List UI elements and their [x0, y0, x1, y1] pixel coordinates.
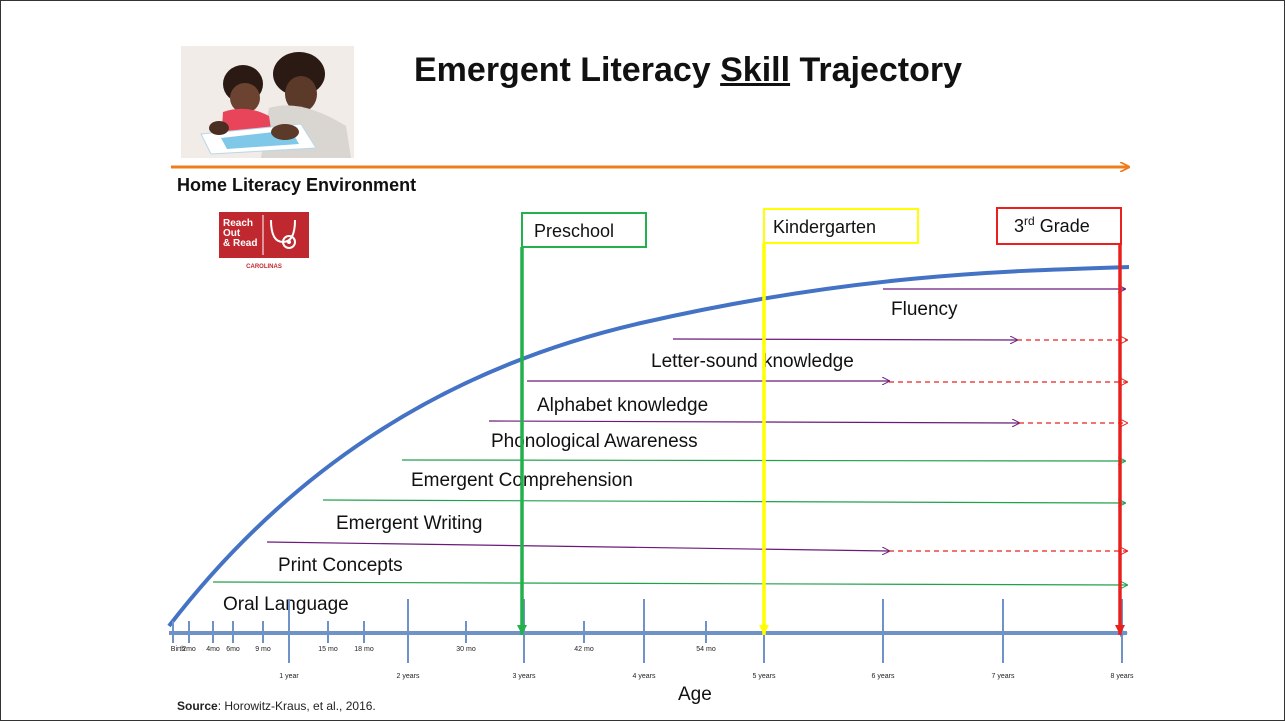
axis-tick-label: 42 mo	[574, 646, 594, 653]
source-citation: Source: Horowitz-Kraus, et al., 2016.	[177, 699, 376, 713]
axis-tick-label: 9 mo	[255, 646, 271, 653]
axis-tick-label: 18 mo	[354, 646, 374, 653]
axis-tick-label: 4 years	[633, 673, 656, 680]
skill-label: Emergent Writing	[336, 513, 482, 534]
parent-child-reading-photo	[181, 46, 354, 158]
axis-tick-label: 2 years	[397, 673, 420, 680]
axis-tick-label: 3 years	[513, 673, 536, 680]
milestone-box	[763, 208, 919, 244]
milestone-arrowhead	[759, 625, 769, 635]
skill-label: Alphabet knowledge	[537, 395, 708, 416]
milestone-label: 3rd Grade	[1014, 214, 1090, 236]
milestone-box	[996, 207, 1122, 245]
axis-tick-label: Birth	[171, 646, 186, 653]
axis-label-age: Age	[678, 684, 712, 705]
svg-text:Out: Out	[223, 228, 241, 239]
skill-growth-curve	[167, 265, 1130, 628]
skill-label: Print Concepts	[278, 555, 403, 576]
milestone-label: Kindergarten	[773, 217, 876, 237]
skill-arrow	[266, 541, 889, 551]
milestone-arrowhead	[1115, 625, 1125, 635]
milestone-box	[521, 212, 647, 248]
axis-tick-label: 15 mo	[318, 646, 338, 653]
skill-arrow	[672, 339, 1017, 340]
reach-out-and-read-logo: Reach Out & Read CAROLINAS	[219, 212, 309, 270]
skill-label: Fluency	[891, 299, 958, 320]
axis-tick-label: 54 mo	[696, 646, 716, 653]
skill-arrow	[322, 500, 1125, 503]
skill-arrow	[488, 421, 1019, 423]
axis-tick-label: 1 year	[279, 673, 299, 680]
logo-sublabel: CAROLINAS	[246, 264, 282, 270]
home-literacy-environment-label: Home Literacy Environment	[177, 175, 417, 195]
axis-tick-label: 5 years	[753, 673, 776, 680]
skill-label: Phonological Awareness	[491, 431, 698, 452]
skill-label: Oral Language	[223, 594, 349, 615]
title-underlined-word: Skill	[720, 51, 791, 89]
axis-tick-label: 7 years	[992, 673, 1015, 680]
svg-text:& Read: & Read	[223, 238, 257, 249]
axis-tick-label: 4mo	[206, 646, 220, 653]
axis-tick-label: 30 mo	[456, 646, 476, 653]
svg-text:Reach: Reach	[223, 218, 253, 229]
milestone-arrowhead	[517, 625, 527, 635]
milestones-layer: Preschool Kindergarten 3rd Grade	[517, 207, 1125, 635]
axis-tick-label: 6 years	[872, 673, 895, 680]
axis-tick-label: 2mo	[182, 646, 196, 653]
skill-arrow	[212, 582, 1127, 585]
milestone-label: Preschool	[534, 221, 614, 241]
axis-tick-label: 8 years	[1111, 673, 1134, 680]
axis-tick-label: 6mo	[226, 646, 240, 653]
skill-label: Letter-sound knowledge	[651, 351, 854, 372]
slide-title: Emergent Literacy Skill Trajectory	[414, 51, 963, 89]
